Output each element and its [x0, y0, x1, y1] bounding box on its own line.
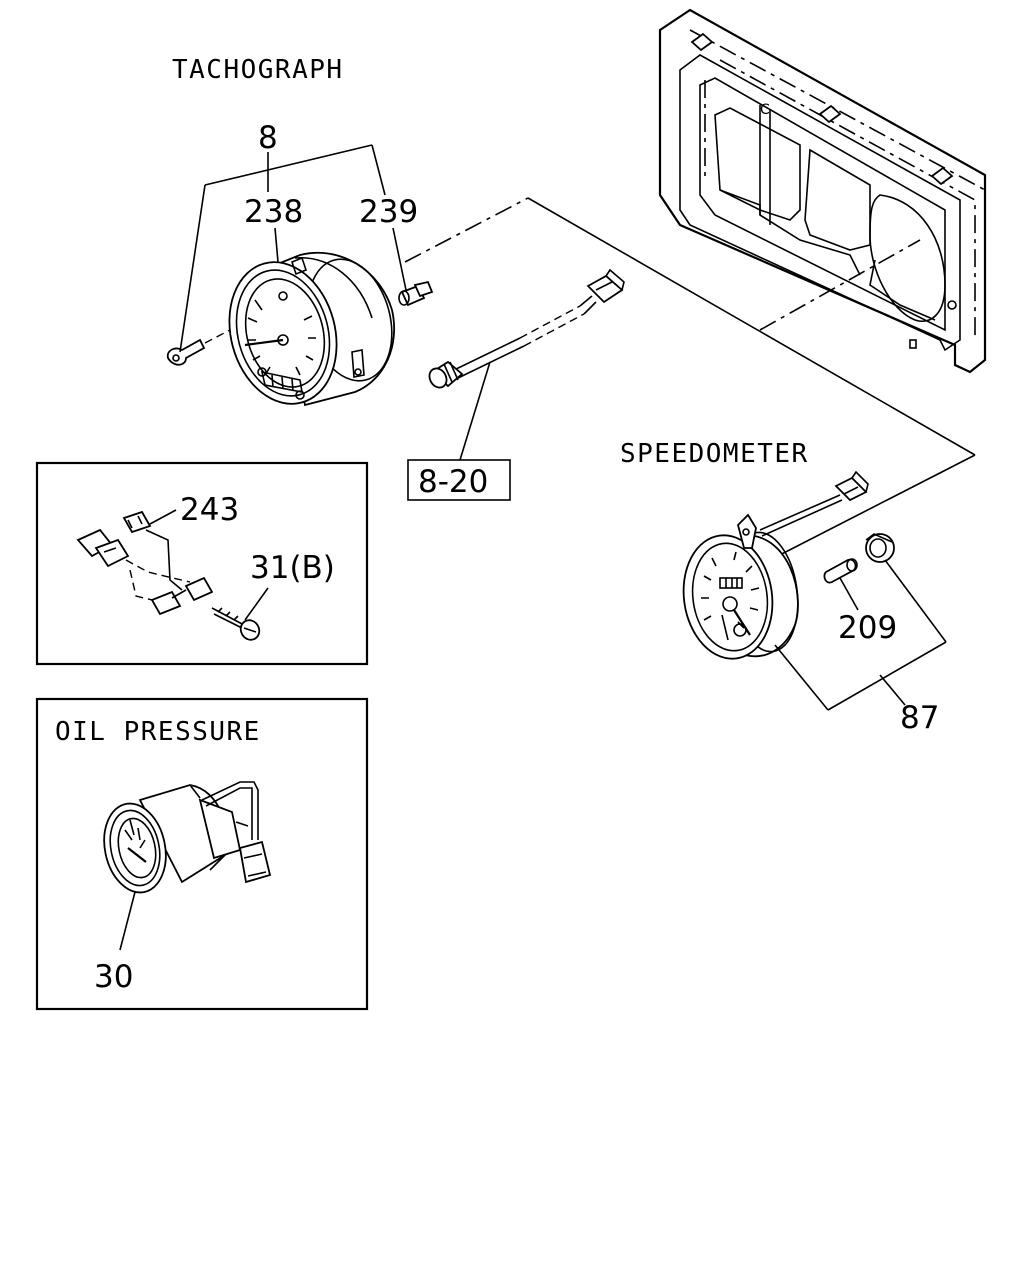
leader-238 [274, 227, 279, 263]
leader-239 [392, 227, 407, 291]
instrument-panel-housing: C [658, 8, 987, 374]
leader-8-left [204, 144, 373, 186]
speedometer-unit [682, 470, 869, 660]
alignment-line-a [527, 197, 976, 456]
oil-pressure-title: OIL PRESSURE [55, 717, 261, 747]
callout-8-20: 8-20 [418, 464, 488, 500]
terminal-lug [166, 329, 231, 366]
bulb-209 [823, 558, 858, 584]
detail-box-harness [35, 461, 369, 666]
alignment-line-b [769, 454, 976, 561]
speedometer-title: SPEEDOMETER [620, 439, 809, 469]
socket-grommet [865, 533, 895, 563]
tachograph-title: TACHOGRAPH [172, 55, 344, 85]
callout-239: 239 [359, 194, 418, 230]
leader-30 [119, 891, 136, 951]
leader-87 [879, 674, 906, 706]
callout-238: 238 [244, 194, 303, 230]
speedometer-cable [428, 268, 625, 389]
callout-8-20-box [407, 459, 511, 501]
tachograph-unit [228, 251, 396, 407]
leader-87-c [884, 559, 947, 643]
callout-87: 87 [900, 700, 939, 736]
callout-30: 30 [94, 959, 133, 995]
leader-31b [244, 587, 269, 621]
leader-87-a [774, 644, 829, 711]
leader-209 [839, 577, 859, 611]
callout-31b: 31(B) [250, 550, 335, 586]
leader-8-20 [459, 361, 491, 461]
leader-243 [149, 509, 177, 525]
alignment-line-panel [759, 239, 921, 331]
harness-detail [76, 510, 261, 641]
bulb-socket-239 [398, 280, 434, 307]
housing-mark: C [760, 102, 770, 118]
callout-8: 8 [258, 120, 278, 156]
leader-8-right [371, 144, 386, 196]
oil-pressure-gauge [103, 781, 272, 894]
callout-209: 209 [838, 610, 897, 646]
leader-8-down-left [179, 184, 206, 353]
detail-box-oil-pressure [35, 697, 369, 1011]
leader-87-b [827, 641, 947, 711]
callout-243: 243 [180, 492, 239, 528]
alignment-line-tacho [404, 197, 529, 263]
